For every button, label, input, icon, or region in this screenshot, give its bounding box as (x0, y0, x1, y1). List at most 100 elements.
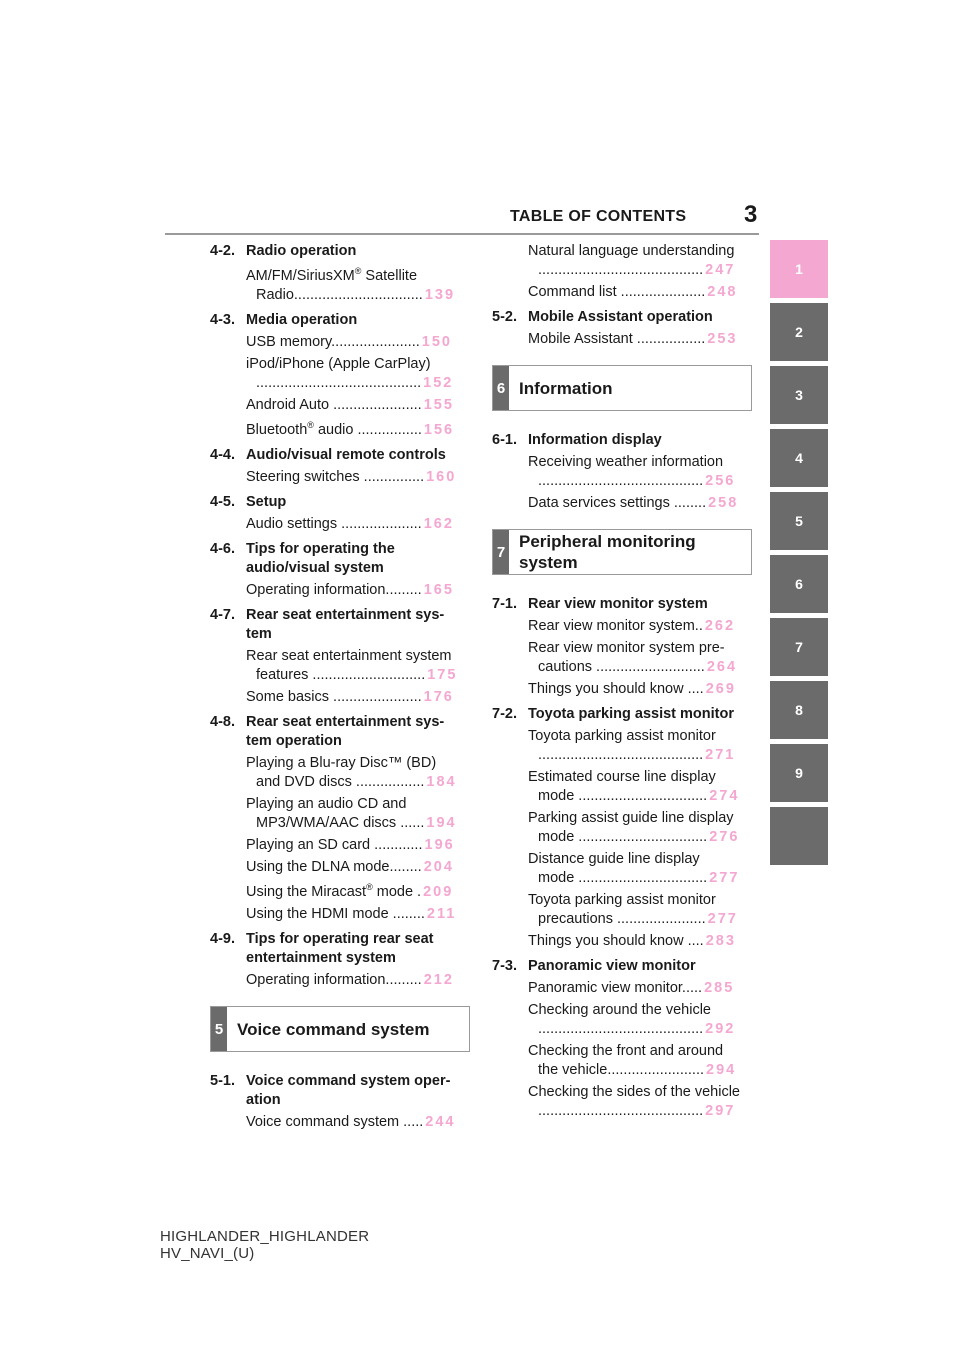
page-ref[interactable]: 212 (423, 972, 454, 988)
chapter-tab-1[interactable]: 1 (770, 240, 828, 298)
page-ref[interactable]: 152 (423, 375, 454, 391)
page-ref[interactable]: 165 (423, 582, 454, 598)
toc-entry-things-to-know-1[interactable]: Things you should know ....269 (528, 681, 736, 697)
section-4-7: 4-7.Rear seat entertainment sys-tem (210, 607, 445, 642)
page-ref[interactable]: 277 (707, 911, 738, 927)
toc-entry-tpam[interactable]: Toyota parking assist monitor...........… (528, 728, 736, 763)
toc-entry-panoramic[interactable]: Panoramic view monitor.....285 (528, 980, 735, 996)
toc-entry-android[interactable]: Android Auto ......................155 (246, 397, 454, 413)
toc-entry-command-list[interactable]: Command list .....................248 (528, 284, 738, 300)
toc-entry-dlna[interactable]: Using the DLNA mode........204 (246, 859, 454, 875)
page-ref[interactable]: 269 (705, 681, 736, 697)
chapter-tab-6[interactable]: 6 (770, 555, 828, 613)
toc-entry-ipod[interactable]: iPod/iPhone (Apple CarPlay).............… (246, 356, 454, 391)
page-ref[interactable]: 292 (705, 1021, 736, 1037)
toc-entry-sides-vehicle[interactable]: Checking the sides of the vehicle.......… (528, 1084, 740, 1119)
page-ref[interactable]: 274 (709, 788, 740, 804)
toc-entry-voice-command[interactable]: Voice command system .....244 (246, 1114, 456, 1130)
toc-entry-steering[interactable]: Steering switches ...............160 (246, 469, 457, 485)
section-7-3: 7-3.Panoramic view monitor (492, 958, 696, 974)
page-ref[interactable]: 258 (708, 495, 739, 511)
chapter-5-heading[interactable]: 5 Voice command system (210, 1006, 470, 1052)
page-ref[interactable]: 271 (705, 747, 736, 763)
page-ref[interactable]: 285 (704, 980, 735, 996)
toc-entry-around-vehicle[interactable]: Checking around the vehicle.............… (528, 1002, 736, 1037)
page-ref[interactable]: 184 (426, 774, 457, 790)
chapter-tab-blank[interactable] (770, 807, 828, 865)
page-ref[interactable]: 150 (421, 334, 452, 350)
toc-entry-rear-view-monitor[interactable]: Rear view monitor system..262 (528, 618, 736, 634)
page-ref[interactable]: 256 (705, 473, 736, 489)
toc-entry-operating-info-rse[interactable]: Operating information.........212 (246, 972, 454, 988)
toc-entry-sd-card[interactable]: Playing an SD card ............196 (246, 837, 455, 853)
page-ref[interactable]: 175 (427, 667, 458, 683)
section-7-2: 7-2.Toyota parking assist monitor (492, 706, 734, 722)
toc-entry-basics[interactable]: Some basics ......................176 (246, 689, 454, 705)
toc-entry-bluray[interactable]: Playing a Blu-ray Disc™ (BD)and DVD disc… (246, 755, 457, 790)
page-ref[interactable]: 276 (709, 829, 740, 845)
toc-entry-rvm-precautions[interactable]: Rear view monitor system pre-cautions ..… (528, 640, 738, 675)
chapter-tab-9[interactable]: 9 (770, 744, 828, 802)
page-ref[interactable]: 194 (426, 815, 457, 831)
chapter-tab-7[interactable]: 7 (770, 618, 828, 676)
chapter-6-heading[interactable]: 6 Information (492, 365, 752, 411)
chapter-tab-5[interactable]: 5 (770, 492, 828, 550)
page-ref[interactable]: 264 (706, 659, 738, 675)
page-ref[interactable]: 297 (705, 1103, 736, 1119)
chapter-tab-8[interactable]: 8 (770, 681, 828, 739)
page-ref[interactable]: 294 (706, 1062, 737, 1078)
chapter-tab-4[interactable]: 4 (770, 429, 828, 487)
page-ref[interactable]: 160 (426, 469, 457, 485)
section-5-1: 5-1.Voice command system oper-ation (210, 1073, 451, 1108)
page-ref[interactable]: 247 (705, 262, 736, 278)
page-ref[interactable]: 139 (424, 287, 456, 303)
page-ref[interactable]: 155 (423, 397, 454, 413)
chapter-tab-3[interactable]: 3 (770, 366, 828, 424)
footer-line-1: HIGHLANDER_HIGHLANDER (160, 1228, 370, 1245)
page-number: 3 (744, 201, 758, 228)
page-ref[interactable]: 176 (423, 689, 454, 705)
chapter-tabs: 1 2 3 4 5 6 7 8 9 (770, 240, 828, 870)
page-ref[interactable]: 262 (704, 618, 736, 634)
toc-entry-operating-info[interactable]: Operating information.........165 (246, 582, 454, 598)
page-ref[interactable]: 283 (705, 933, 736, 949)
page-ref[interactable]: 156 (423, 422, 455, 438)
toc-entry-usb[interactable]: USB memory......................150 (246, 334, 452, 350)
page-ref[interactable]: 162 (423, 516, 454, 532)
toc-right-column: Natural language understanding..........… (492, 242, 754, 1121)
section-4-5: 4-5.Setup (210, 494, 287, 510)
section-4-8: 4-8.Rear seat entertainment sys-tem oper… (210, 714, 445, 749)
page-ref[interactable]: 277 (709, 870, 740, 886)
page-ref[interactable]: 204 (423, 859, 454, 875)
section-4-4: 4-4.Audio/visual remote controls (210, 447, 446, 463)
page-ref[interactable]: 209 (423, 884, 454, 900)
toc-entry-weather[interactable]: Receiving weather information...........… (528, 454, 736, 489)
page-ref[interactable]: 196 (424, 837, 455, 853)
toc-entry-audio-settings[interactable]: Audio settings ....................162 (246, 516, 454, 532)
toc-entry-data-services[interactable]: Data services settings ........258 (528, 495, 739, 511)
toc-entry-mobile-assistant[interactable]: Mobile Assistant .................253 (528, 331, 738, 347)
page-ref[interactable]: 244 (425, 1114, 456, 1130)
toc-entry-hdmi[interactable]: Using the HDMI mode ........211 (246, 906, 457, 922)
toc-entry-bluetooth[interactable]: Bluetooth® audio ................156 (246, 420, 455, 438)
page-header-title: TABLE OF CONTENTS (510, 208, 687, 225)
document-footer: HIGHLANDER_HIGHLANDER HV_NAVI_(U) (160, 1228, 369, 1262)
page-ref[interactable]: 253 (707, 331, 738, 347)
page-ref[interactable]: 211 (426, 906, 457, 922)
toc-entry-things-to-know-2[interactable]: Things you should know ....283 (528, 933, 736, 949)
page-ref[interactable]: 248 (707, 284, 738, 300)
section-7-1: 7-1.Rear view monitor system (492, 596, 708, 612)
chapter-tab-2[interactable]: 2 (770, 303, 828, 361)
toc-entry-miracast[interactable]: Using the Miracast® mode .209 (246, 882, 454, 900)
toc-entry-natural-language[interactable]: Natural language understanding..........… (528, 243, 736, 278)
